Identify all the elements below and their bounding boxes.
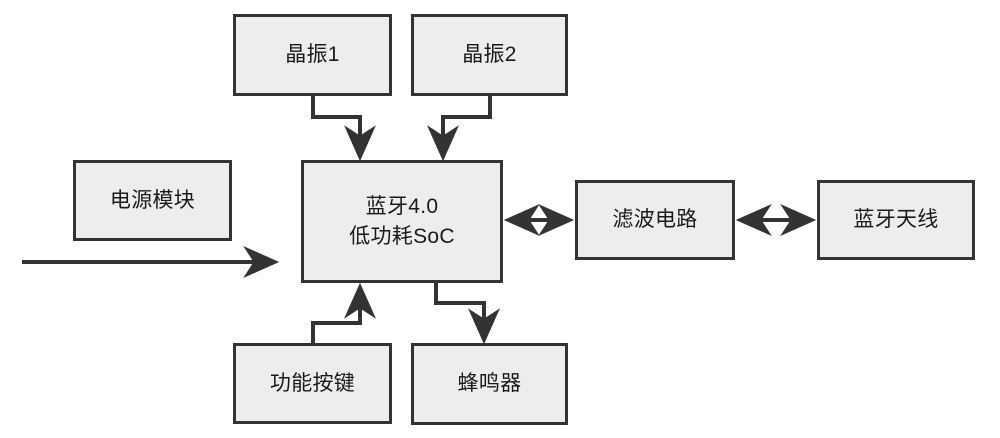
node-xtal2-label: 晶振2 [462, 43, 517, 66]
node-bluetooth-antenna-label: 蓝牙天线 [853, 208, 939, 231]
node-power-module-label: 电源模块 [109, 188, 196, 212]
node-bluetooth-soc-label: 蓝牙4.0 低功耗SoC [349, 194, 455, 248]
node-filter-circuit-label: 滤波电路 [612, 208, 698, 231]
node-filter-circuit[interactable]: 滤波电路 [575, 180, 735, 260]
edge-xtal1-to-soc [311, 96, 376, 162]
node-xtal1[interactable]: 晶振1 [233, 14, 392, 96]
node-bluetooth-antenna[interactable]: 蓝牙天线 [817, 180, 975, 260]
node-function-button[interactable]: 功能按键 [233, 343, 392, 424]
edge-soc-to-buzzer [434, 283, 500, 345]
node-buzzer[interactable]: 蜂鸣器 [411, 343, 568, 425]
edge-xtal2-to-soc [427, 96, 492, 162]
node-buzzer-label: 蜂鸣器 [457, 372, 522, 395]
node-function-button-label: 功能按键 [269, 371, 356, 395]
node-bluetooth-soc[interactable]: 蓝牙4.0 低功耗SoC [301, 160, 503, 283]
edge-button-to-soc [311, 282, 376, 343]
node-xtal2[interactable]: 晶振2 [411, 14, 568, 96]
node-power-module[interactable]: 电源模块 [73, 160, 232, 241]
node-xtal1-label: 晶振1 [285, 43, 340, 66]
